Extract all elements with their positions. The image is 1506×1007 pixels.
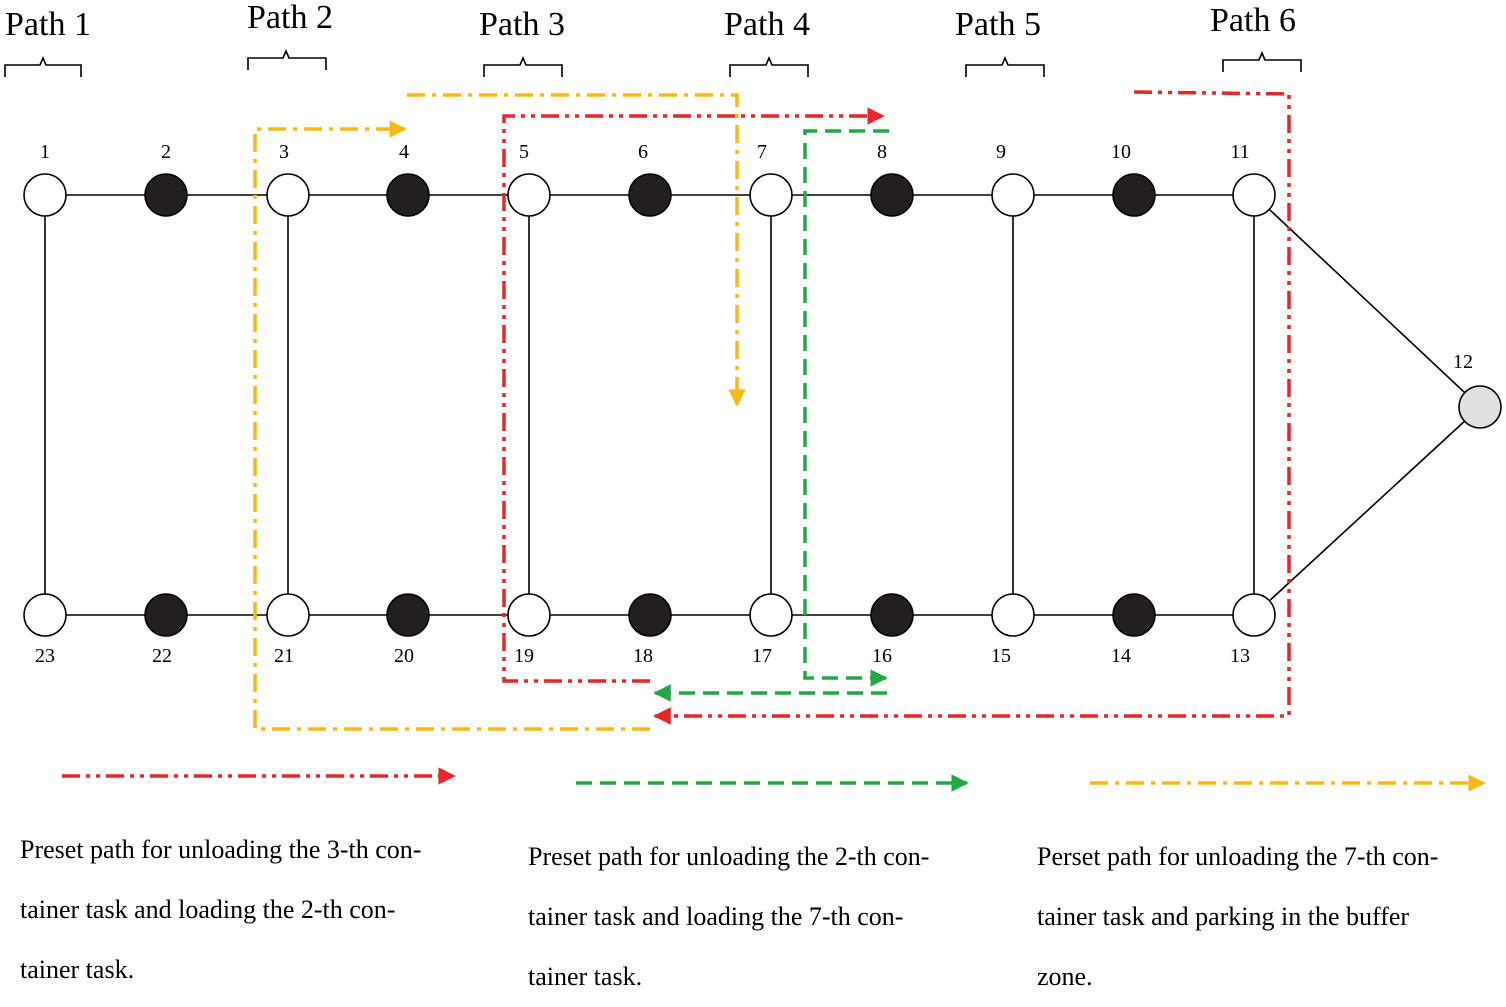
edge: [1253, 406, 1481, 616]
green-route: [653, 129, 889, 702]
network-diagram: Path 1 Path 2 Path 3 Path 4 Path 5 Path …: [4, 0, 1502, 792]
legend-text-red: Preset path for unloading the 3-th con- …: [20, 820, 468, 1000]
node-14: [1112, 593, 1156, 637]
legend-line: Preset path for unloading the 2-th con-: [528, 842, 930, 871]
node-3: [266, 173, 310, 217]
network-nodes: [23, 173, 1502, 637]
node-6: [628, 173, 672, 217]
node-22: [144, 593, 188, 637]
node-label: 22: [152, 645, 172, 667]
node-8: [870, 173, 914, 217]
path-brace: [965, 55, 1045, 77]
legend-line: Perset path for unloading the 7-th con-: [1037, 842, 1439, 871]
node-18: [628, 593, 672, 637]
node-label: 3: [279, 141, 289, 163]
path-brace: [483, 55, 563, 77]
path-brace: [729, 55, 809, 77]
node-11: [1232, 173, 1276, 217]
path-label: Path 2: [247, 0, 333, 36]
node-23: [23, 593, 67, 637]
legend-text-green: Preset path for unloading the 2-th con- …: [528, 827, 976, 1007]
node-label: 17: [752, 645, 772, 667]
node-4: [386, 173, 430, 217]
node-label: 7: [757, 141, 767, 163]
node-label: 15: [991, 645, 1011, 667]
node-label: 6: [638, 141, 648, 163]
red-route-segment: [502, 107, 885, 683]
node-15: [991, 593, 1035, 637]
path-label: Path 5: [955, 6, 1041, 43]
node-label: 14: [1111, 645, 1131, 667]
node-label: 16: [872, 645, 892, 667]
node-label: 13: [1230, 645, 1250, 667]
network-edges: [44, 194, 1481, 616]
node-label: 9: [996, 141, 1006, 163]
legend-line: Preset path for unloading the 3-th con-: [20, 835, 422, 864]
node-label: 4: [399, 141, 409, 163]
yellow-route-segment: [253, 120, 650, 731]
node-1: [23, 173, 67, 217]
green-route-segment: [803, 129, 889, 687]
node-label: 20: [394, 645, 414, 667]
red-route-segment: [653, 90, 1291, 725]
path-label: Path 4: [724, 6, 810, 43]
node-label: 11: [1230, 141, 1249, 163]
legend-text-yellow: Perset path for unloading the 7-th con- …: [1037, 827, 1485, 1007]
path-label: Path 1: [5, 6, 91, 43]
legend-line: tainer task and loading the 2-th con-: [20, 895, 396, 924]
edge: [1253, 194, 1481, 408]
legend-line: tainer task and loading the 7-th con-: [528, 902, 904, 931]
node-label: 5: [519, 141, 529, 163]
path-brace: [4, 55, 82, 77]
node-label: 10: [1111, 141, 1131, 163]
legend-line: tainer task.: [528, 962, 643, 991]
legend-line: zone.: [1037, 962, 1093, 991]
node-9: [991, 173, 1035, 217]
yellow-route-segment: [407, 93, 746, 407]
node-label: 12: [1453, 351, 1473, 373]
node-label: 1: [40, 141, 50, 163]
node-label: 21: [274, 645, 294, 667]
legend-line: tainer task.: [20, 955, 135, 984]
node-12: [1458, 385, 1502, 429]
path-label: Path 6: [1210, 2, 1296, 39]
legend-lines: [62, 767, 1486, 792]
node-13: [1232, 593, 1276, 637]
node-5: [507, 173, 551, 217]
node-19: [507, 593, 551, 637]
node-label: 8: [877, 141, 887, 163]
node-label: 19: [514, 645, 534, 667]
node-21: [266, 593, 310, 637]
red-route: [502, 90, 1291, 725]
path-label: Path 3: [479, 6, 565, 43]
yellow-route: [253, 93, 746, 731]
node-17: [749, 593, 793, 637]
path-brace: [247, 48, 327, 70]
path-braces: [4, 48, 1302, 77]
node-20: [386, 593, 430, 637]
node-2: [144, 173, 188, 217]
node-16: [870, 593, 914, 637]
legend-line: tainer task and parking in the buffer: [1037, 902, 1410, 931]
node-label: 2: [161, 141, 171, 163]
node-10: [1112, 173, 1156, 217]
node-7: [749, 173, 793, 217]
node-label: 18: [633, 645, 653, 667]
node-label: 23: [35, 645, 55, 667]
path-brace: [1222, 50, 1302, 72]
node-labels: 1 2 3 4 5 6 7 8 9 10 11 12 13 14 15 16 1…: [35, 141, 1473, 667]
